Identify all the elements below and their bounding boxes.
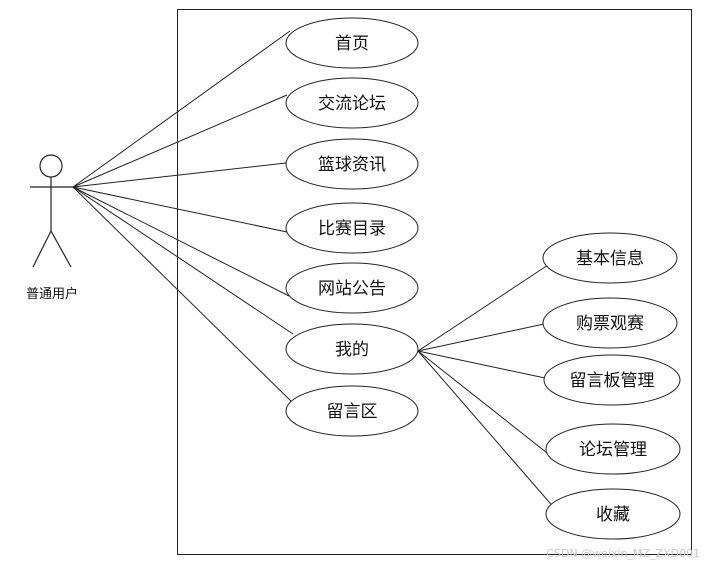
actor-head — [39, 154, 63, 178]
use-case-forum[interactable]: 交流论坛 — [285, 77, 419, 129]
association-lines — [72, 30, 557, 511]
sub-use-cases: 基本信息 购票观赛 留言板管理 论坛管理 收藏 — [542, 232, 681, 540]
association-line-basic-info — [417, 264, 549, 352]
use-case-basic-info[interactable]: 基本信息 — [542, 232, 678, 284]
association-line-schedule — [72, 186, 288, 233]
use-case-message-manage[interactable]: 留言板管理 — [543, 354, 681, 406]
association-line-message-manage — [417, 350, 546, 379]
use-case-favorites[interactable]: 收藏 — [545, 488, 681, 540]
use-case-label: 网站公告 — [318, 279, 386, 299]
main-use-cases: 首页 交流论坛 篮球资讯 比赛目录 网站公告 我的 留言区 — [285, 17, 419, 437]
use-case-label: 购票观赛 — [576, 313, 644, 334]
use-case-label: 收藏 — [596, 505, 630, 525]
association-line-news — [72, 162, 287, 188]
actor-left-leg — [32, 230, 52, 268]
association-line-notice — [72, 186, 290, 297]
use-case-label: 论坛管理 — [579, 440, 647, 460]
use-case-notice[interactable]: 网站公告 — [285, 262, 419, 314]
association-line-favorites — [417, 350, 557, 511]
association-line-message — [72, 186, 297, 407]
use-case-label: 留言区 — [327, 402, 378, 422]
use-case-label: 比赛目录 — [318, 218, 386, 239]
use-case-schedule[interactable]: 比赛目录 — [285, 202, 419, 254]
association-line-buy-ticket — [417, 323, 545, 352]
use-case-label: 基本信息 — [576, 249, 644, 269]
use-case-mine[interactable]: 我的 — [285, 323, 419, 375]
use-case-home[interactable]: 首页 — [285, 17, 419, 69]
association-line-mine — [72, 186, 294, 335]
use-case-label: 我的 — [335, 340, 369, 360]
watermark: CSDN @weixin_MZ_ZXD001 — [546, 547, 700, 560]
association-line-home — [72, 30, 291, 188]
use-case-label: 篮球资讯 — [318, 155, 386, 175]
actor — [30, 154, 73, 268]
actor-label: 普通用户 — [26, 286, 78, 302]
use-case-label: 交流论坛 — [318, 94, 386, 114]
use-case-label: 首页 — [335, 34, 369, 54]
use-case-label: 留言板管理 — [570, 371, 655, 391]
association-line-forum — [72, 94, 288, 188]
use-case-forum-manage[interactable]: 论坛管理 — [545, 423, 681, 475]
use-case-message[interactable]: 留言区 — [285, 385, 419, 437]
use-case-news[interactable]: 篮球资讯 — [285, 138, 419, 190]
use-case-buy-ticket[interactable]: 购票观赛 — [542, 297, 678, 349]
system-boundary — [177, 9, 692, 555]
actor-right-leg — [50, 230, 72, 268]
association-line-forum-manage — [417, 350, 557, 461]
